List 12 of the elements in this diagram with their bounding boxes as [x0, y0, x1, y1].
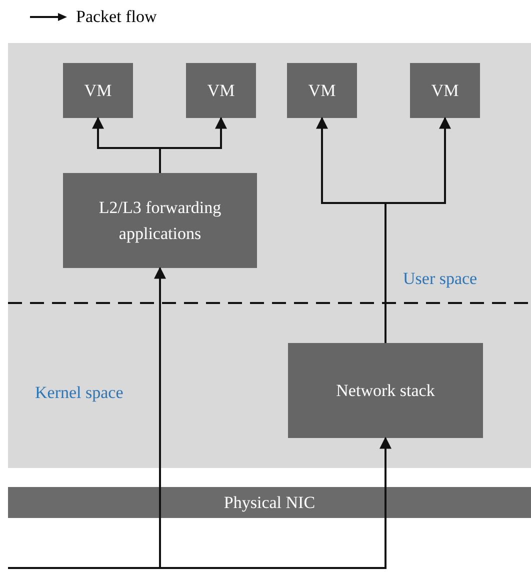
- nic-bar: Physical NIC: [8, 487, 531, 518]
- process-box: VM: [410, 63, 480, 118]
- process-box: L2/L3 forwarding applications: [63, 173, 257, 268]
- region-label: User space: [403, 268, 478, 290]
- process-box: VM: [186, 63, 256, 118]
- process-box: VM: [63, 63, 133, 118]
- region-label: Kernel space: [35, 382, 124, 404]
- legend-label: Packet flow: [76, 6, 157, 28]
- arrow: [384, 116, 451, 343]
- process-box: VM: [287, 63, 357, 118]
- process-box: Network stack: [288, 343, 483, 438]
- arrow: [8, 436, 392, 569]
